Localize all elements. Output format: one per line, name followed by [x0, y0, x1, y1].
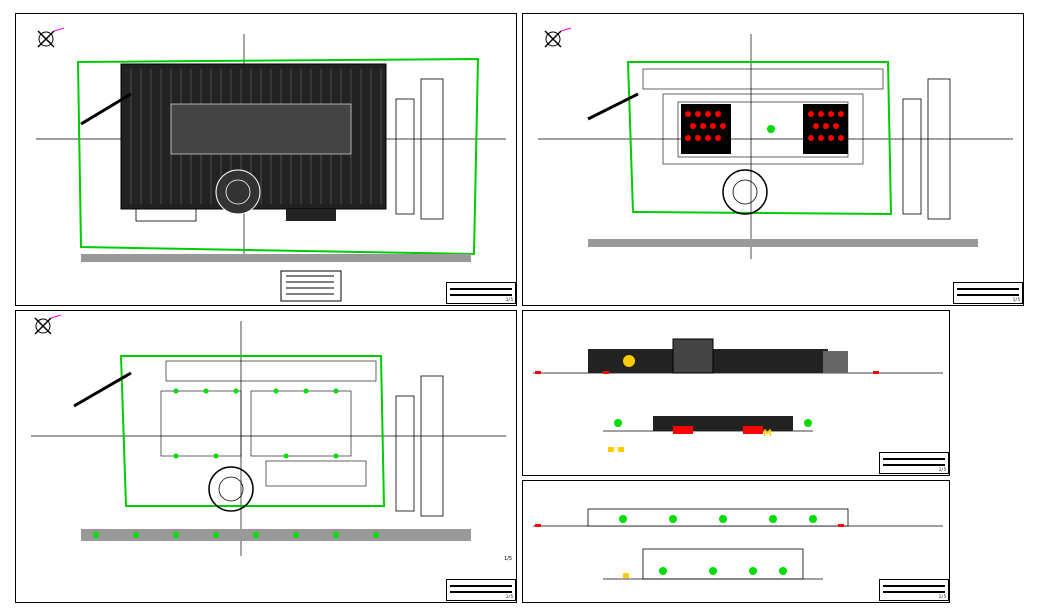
ground-plan-drawing	[538, 27, 1013, 259]
scale-label: 1/5	[938, 467, 946, 472]
scale-label: 1/5	[505, 594, 513, 599]
roof-plan-drawing	[36, 27, 506, 302]
title-block: 1/5	[953, 282, 1023, 304]
sheet-parking-plan: 1/5 1/5	[15, 310, 517, 603]
tree-icon	[614, 419, 812, 427]
title-block: 1/5	[879, 452, 949, 474]
sheet-number: 1/5	[504, 556, 513, 562]
front-elevations-drawing	[533, 338, 943, 452]
scale-label: 1/5	[1012, 297, 1020, 302]
brand-mark: M	[763, 429, 772, 439]
tree-icon	[619, 515, 817, 523]
north-arrow-icon	[37, 27, 65, 48]
north-arrow-icon	[34, 314, 62, 335]
scale-label: 1/5	[938, 594, 946, 599]
north-arrow-icon	[544, 27, 572, 48]
title-block: 1/5	[446, 282, 516, 304]
sheet-roof-plan: 1/5	[15, 13, 517, 306]
side-elevations-drawing	[533, 508, 943, 580]
parking-plan-drawing	[31, 314, 506, 556]
sheet-side-elevations: 1/5	[522, 480, 950, 603]
title-block: 1/5	[446, 579, 516, 601]
scale-label: 1/5	[505, 297, 513, 302]
title-block: 1/5	[879, 579, 949, 601]
sheet-front-elevations: M 1/5	[522, 310, 950, 476]
sheet-ground-plan: 1/5	[522, 13, 1024, 306]
tree-icon	[659, 567, 787, 575]
